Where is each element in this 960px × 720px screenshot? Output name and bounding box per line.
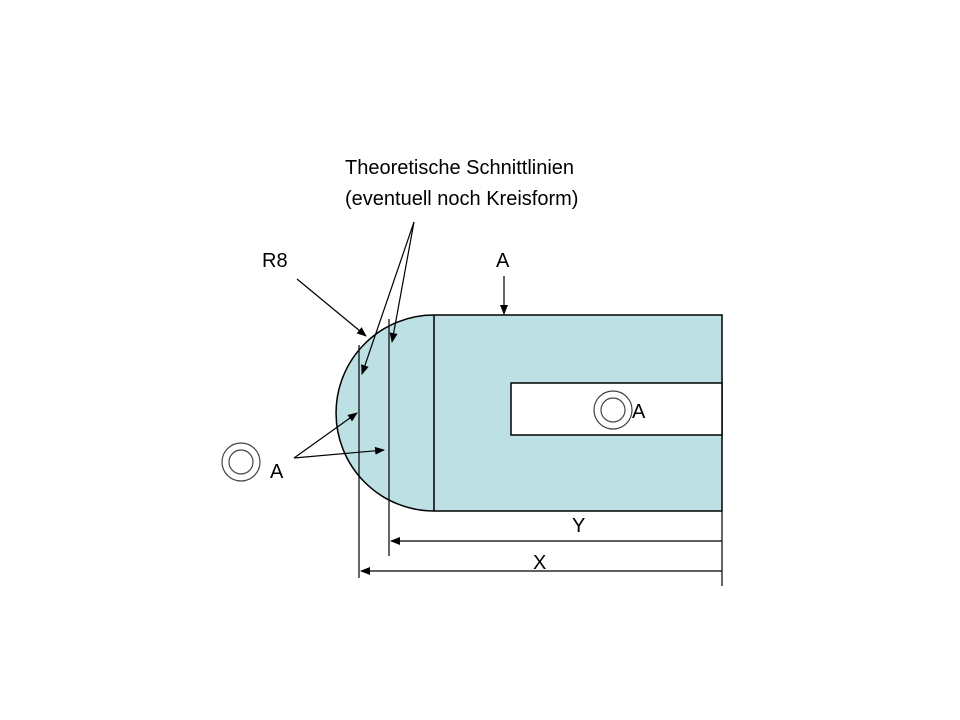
top-marker-label: A [496, 250, 510, 272]
slot-marker-label: A [632, 401, 646, 423]
title-leader-2 [389, 221, 415, 343]
left-marker-arrow-1 [293, 412, 358, 459]
dimension-x-label: X [533, 552, 546, 574]
left-circle-symbol [221, 442, 261, 482]
slot-circle-symbol [593, 390, 633, 430]
dimension-y-label: Y [572, 515, 585, 537]
title-line-2: (eventuell noch Kreisform) [345, 188, 578, 210]
radius-label: R8 [262, 250, 288, 272]
title-line-1: Theoretische Schnittlinien [345, 157, 574, 179]
title-leader-1 [361, 221, 415, 375]
left-marker-arrow-2 [293, 446, 385, 459]
left-marker-label: A [270, 461, 284, 483]
radius-leader [296, 278, 367, 337]
